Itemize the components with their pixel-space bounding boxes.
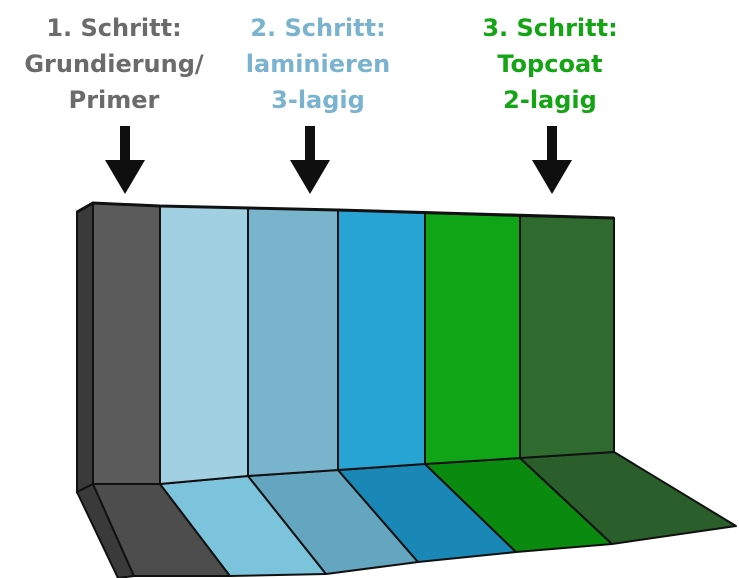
arrow-down-icon — [105, 126, 145, 194]
layers-group — [92, 202, 737, 577]
left-wall-edge — [76, 201, 94, 494]
step-3-line2: Topcoat — [497, 50, 603, 78]
top-edge — [76, 201, 615, 220]
layer-primer-wall — [92, 202, 161, 485]
arrows-group — [105, 126, 572, 194]
step-2-line2: laminieren — [245, 50, 391, 78]
step-2-title: 2. Schritt: — [250, 14, 386, 42]
step-1-label: 1. Schritt: Grundierung/ Primer — [8, 10, 220, 118]
step-2-label: 2. Schritt: laminieren 3-lagig — [228, 10, 408, 118]
step-3-line3: 2-lagig — [503, 86, 597, 114]
layer-laminate-2-wall — [247, 207, 339, 477]
arrow-down-icon — [290, 126, 330, 194]
step-2-line3: 3-lagig — [271, 86, 365, 114]
arrow-down-icon — [532, 126, 572, 194]
step-1-line3: Primer — [68, 86, 160, 114]
step-1-title: 1. Schritt: — [46, 14, 182, 42]
step-3-label: 3. Schritt: Topcoat 2-lagig — [440, 10, 660, 118]
layer-laminate-3-wall — [337, 209, 426, 471]
layer-laminate-1-wall — [159, 205, 249, 485]
step-1-line2: Grundierung/ — [24, 50, 204, 78]
layer-topcoat-2-wall — [519, 215, 615, 459]
layer-topcoat-1-wall — [424, 212, 521, 465]
step-3-title: 3. Schritt: — [482, 14, 618, 42]
